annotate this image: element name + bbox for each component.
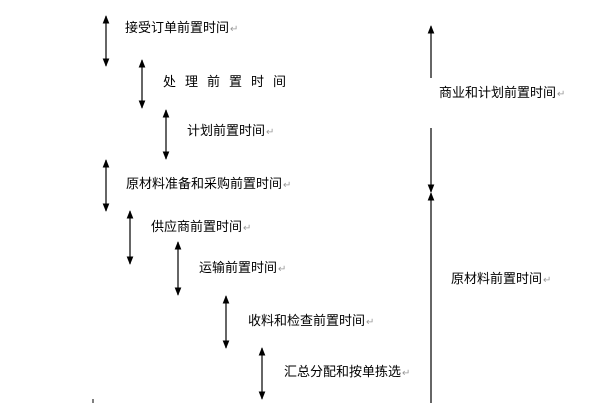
- paragraph-mark: ↵: [366, 317, 375, 328]
- step-label-order-receipt: 接受订单前置时间↵: [125, 21, 238, 38]
- step-label-text: 运输前置时间: [199, 261, 278, 276]
- step-label-text: 计划前置时间: [187, 124, 266, 139]
- step-label-text: 接受订单前置时间: [125, 21, 230, 36]
- paragraph-mark: ↵: [557, 89, 566, 100]
- step-label-supplier: 供应商前置时间↵: [151, 220, 251, 237]
- paragraph-mark: ↵: [402, 368, 411, 379]
- step-label-text: 供应商前置时间: [151, 220, 243, 235]
- paragraph-mark: ↵: [543, 275, 552, 286]
- step-label-processing: 处理前置时间: [163, 75, 295, 91]
- paragraph-mark: ↵: [243, 223, 252, 234]
- span-label-text: 原材料前置时间: [451, 272, 543, 287]
- span-label-business-planning: 商业和计划前置时间↵: [439, 86, 565, 103]
- step-label-text: 汇总分配和按单拣选: [284, 365, 402, 380]
- step-label-material-prep: 原材料准备和采购前置时间↵: [126, 177, 291, 194]
- paragraph-mark: ↵: [266, 127, 275, 138]
- step-label-text: 收料和检查前置时间: [248, 314, 366, 329]
- paragraph-mark: ↵: [278, 264, 287, 275]
- step-label-receiving: 收料和检查前置时间↵: [248, 314, 374, 331]
- step-label-picking: 汇总分配和按单拣选↵: [284, 365, 410, 382]
- step-label-text: 处理前置时间: [163, 75, 296, 90]
- span-label-raw-material: 原材料前置时间↵: [451, 272, 551, 289]
- paragraph-mark: ↵: [230, 24, 239, 35]
- step-label-transport: 运输前置时间↵: [199, 261, 286, 278]
- paragraph-mark: ↵: [283, 180, 292, 191]
- step-label-text: 原材料准备和采购前置时间: [126, 177, 283, 192]
- span-label-text: 商业和计划前置时间: [439, 86, 557, 101]
- step-label-planning: 计划前置时间↵: [187, 124, 274, 141]
